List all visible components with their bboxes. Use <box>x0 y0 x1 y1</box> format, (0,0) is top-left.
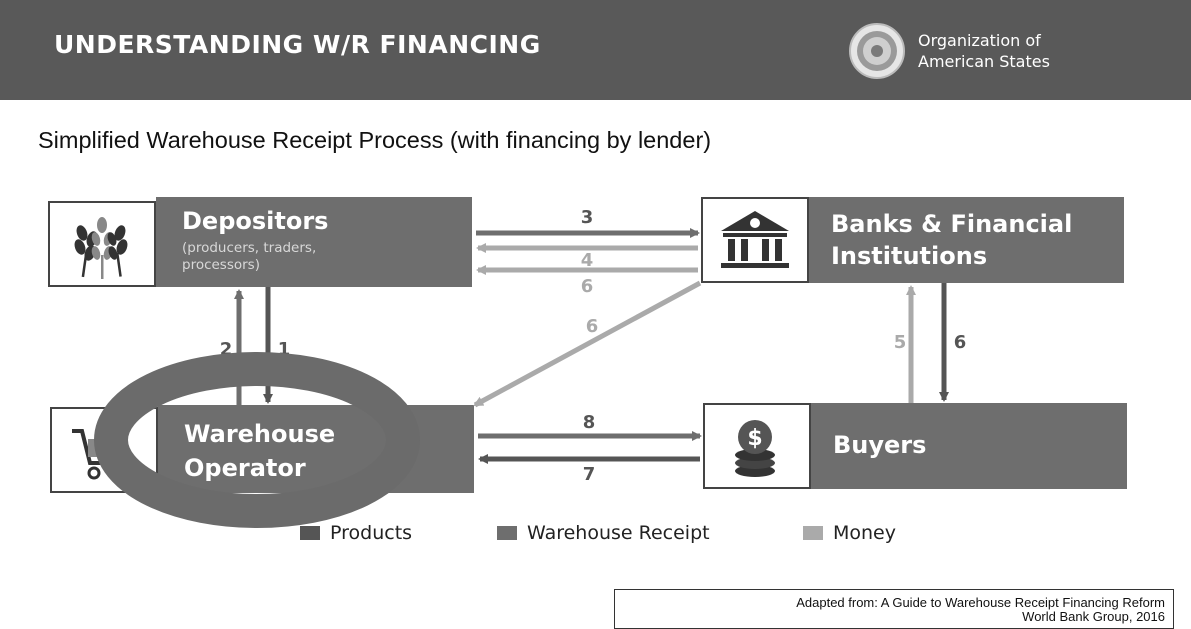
warehouse-operator-title: Warehouse Operator <box>184 417 335 485</box>
warehouse-title-line2: Operator <box>184 454 306 482</box>
legend-swatch-money <box>803 526 823 540</box>
depositors-subtitle: (producers, traders, processors) <box>182 240 316 274</box>
flow-label-4: 4 <box>581 250 594 271</box>
oas-seal-icon <box>849 23 905 79</box>
flow-label-6-right: 6 <box>954 332 967 353</box>
buyers-box: Buyers <box>811 403 1127 489</box>
credit-line1: Adapted from: A Guide to Warehouse Recei… <box>796 595 1165 610</box>
depositors-title: Depositors <box>182 207 329 235</box>
page-title: UNDERSTANDING W/R FINANCING <box>54 30 541 59</box>
banks-title-line1: Banks & Financial <box>831 210 1073 238</box>
legend-label-receipt: Warehouse Receipt <box>527 522 710 544</box>
flow-label-6-top: 6 <box>581 276 594 297</box>
depositors-subtitle-line2: processors) <box>182 257 260 273</box>
diagram-subtitle: Simplified Warehouse Receipt Process (wi… <box>38 127 712 153</box>
legend-warehouse-receipt: Warehouse Receipt <box>497 522 710 544</box>
source-credit: Adapted from: A Guide to Warehouse Recei… <box>614 589 1174 629</box>
depositors-box: Depositors (producers, traders, processo… <box>156 197 472 287</box>
flow-arrow-6-diagonal <box>473 280 702 408</box>
flow-label-5: 5 <box>894 332 907 353</box>
legend-swatch-products <box>300 526 320 540</box>
organization-name: Organization of American States <box>918 30 1050 72</box>
flow-label-7: 7 <box>583 464 596 485</box>
legend-label-products: Products <box>330 522 413 544</box>
header-bar: UNDERSTANDING W/R FINANCING Organization… <box>0 0 1191 100</box>
legend-swatch-receipt <box>497 526 517 540</box>
coins-icon: $ <box>735 420 775 477</box>
org-name-line2: American States <box>918 52 1050 71</box>
svg-text:$: $ <box>747 426 762 451</box>
credit-line2: World Bank Group, 2016 <box>1022 609 1165 624</box>
warehouse-operator-box: Warehouse Operator <box>158 405 474 493</box>
banks-box: Banks & Financial Institutions <box>809 197 1124 283</box>
banks-icon-box <box>701 197 809 283</box>
legend-label-money: Money <box>833 522 896 544</box>
bank-icon <box>721 211 789 268</box>
flow-label-3: 3 <box>581 207 594 228</box>
flow-label-6-diagonal: 6 <box>586 316 599 337</box>
legend-money: Money <box>803 522 896 544</box>
legend-products: Products <box>300 522 412 544</box>
depositors-icon-box <box>48 201 156 287</box>
wheat-icon <box>74 217 128 279</box>
depositors-subtitle-line1: (producers, traders, <box>182 240 317 256</box>
warehouse-title-line1: Warehouse <box>184 420 336 448</box>
banks-title: Banks & Financial Institutions <box>831 208 1072 272</box>
buyers-title: Buyers <box>833 431 927 459</box>
buyers-icon-box: $ <box>703 403 811 489</box>
highlight-ring <box>94 352 420 528</box>
flow-label-8: 8 <box>583 412 596 433</box>
banks-title-line2: Institutions <box>831 242 988 270</box>
org-name-line1: Organization of <box>918 31 1041 50</box>
